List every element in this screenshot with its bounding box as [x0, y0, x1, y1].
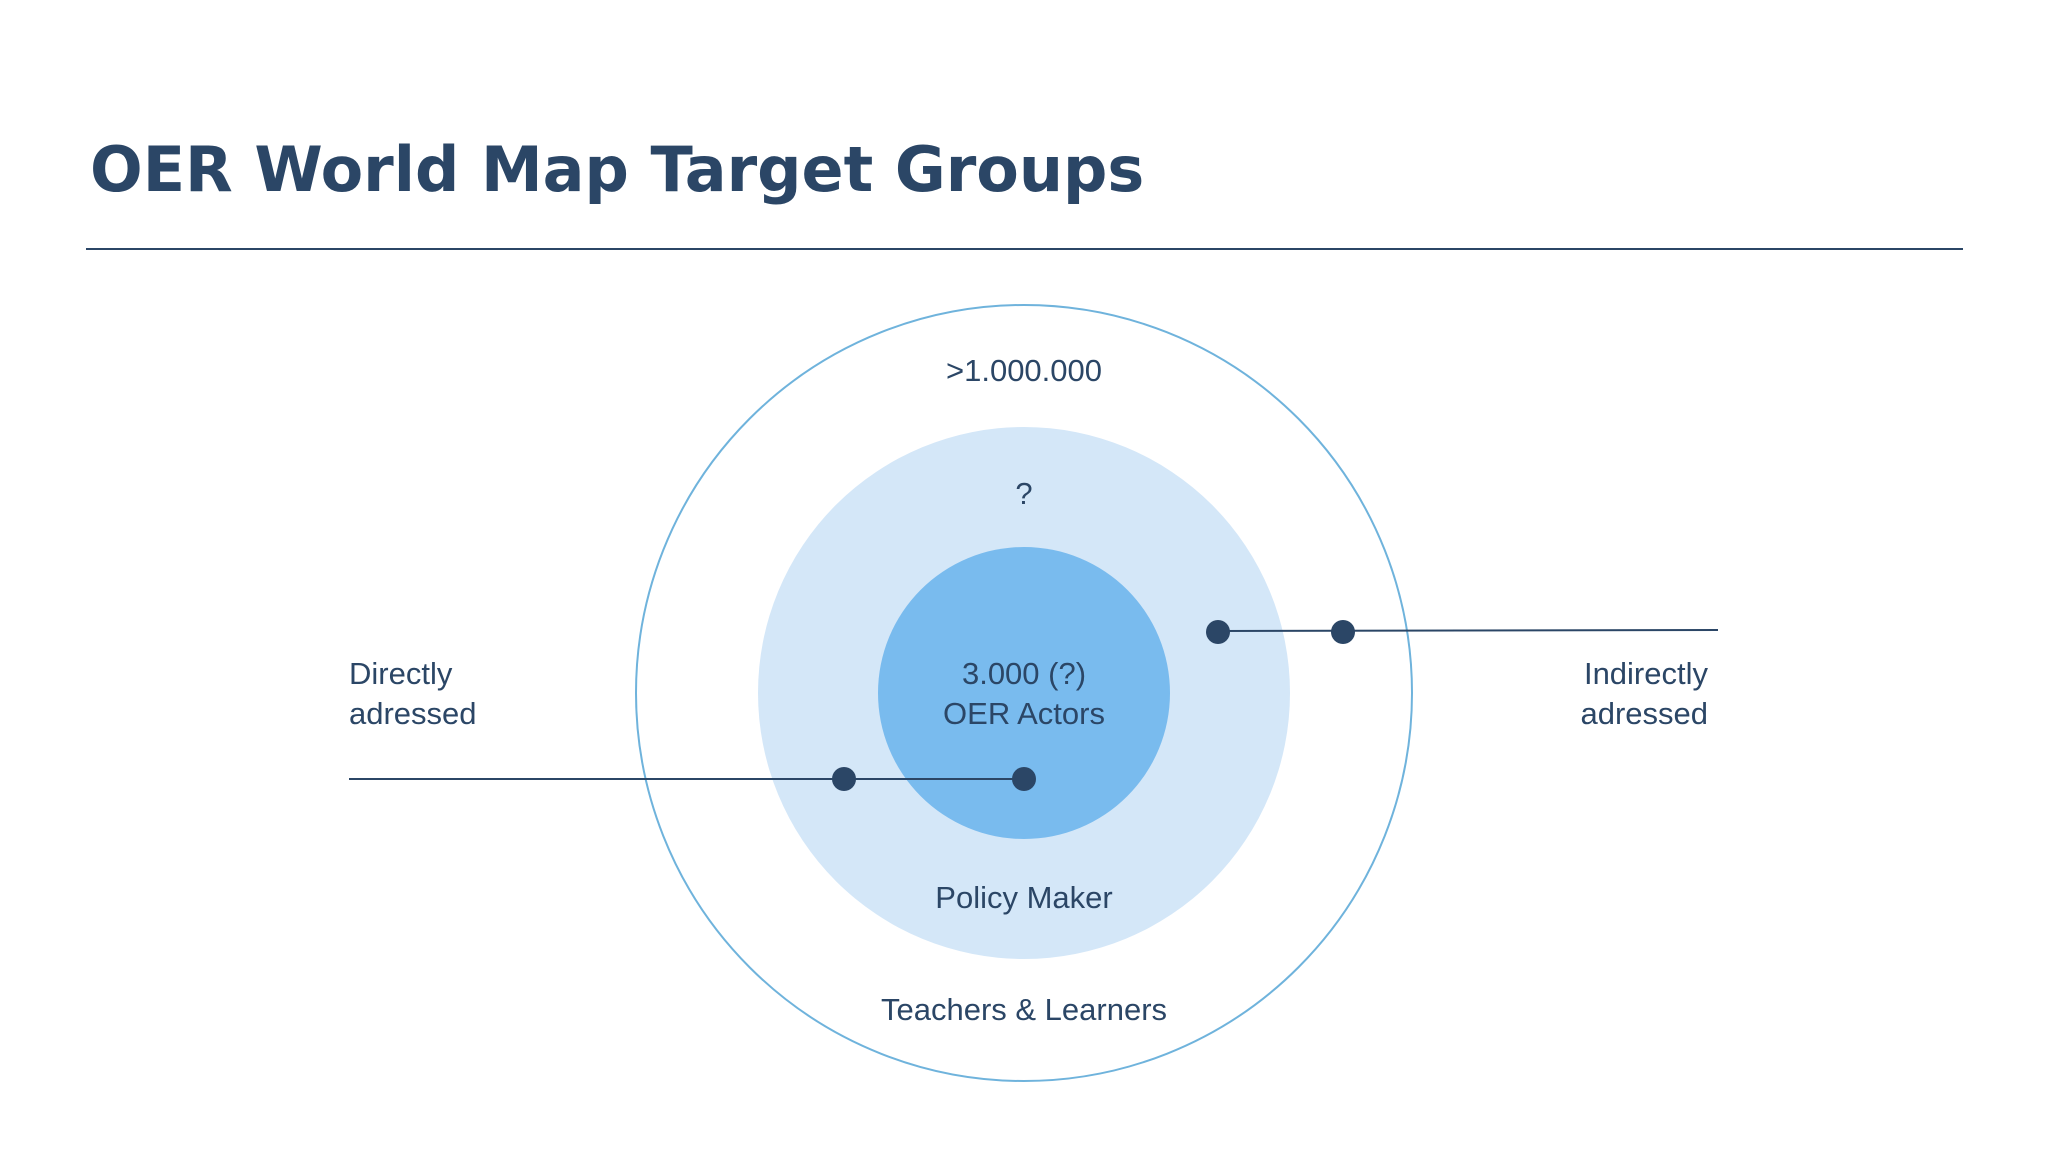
slide-title: OER World Map Target Groups	[90, 133, 1145, 206]
right-connector-line	[1217, 629, 1719, 632]
left-callout-line2: adressed	[349, 696, 477, 731]
inner-circle-count: 3.000 (?)	[961, 656, 1087, 691]
right-connector-dot-outer	[1331, 620, 1355, 644]
outer-ring-group: Teachers & Learners	[880, 992, 1168, 1027]
inner-circle-group: OER Actors	[943, 696, 1105, 731]
inner-circle	[878, 547, 1170, 839]
left-connector-dot-middle	[832, 767, 856, 791]
outer-ring-count: >1.000.000	[945, 353, 1103, 388]
left-callout-line1: Directly	[349, 656, 453, 691]
title-divider	[86, 248, 1963, 250]
right-callout-line1: Indirectly	[1583, 656, 1708, 691]
middle-ring-group: Policy Maker	[935, 880, 1113, 915]
right-callout-line2: adressed	[1580, 696, 1708, 731]
middle-ring-count: ?	[1015, 476, 1033, 511]
right-connector-dot-middle	[1206, 620, 1230, 644]
left-connector-dot-inner	[1012, 767, 1036, 791]
